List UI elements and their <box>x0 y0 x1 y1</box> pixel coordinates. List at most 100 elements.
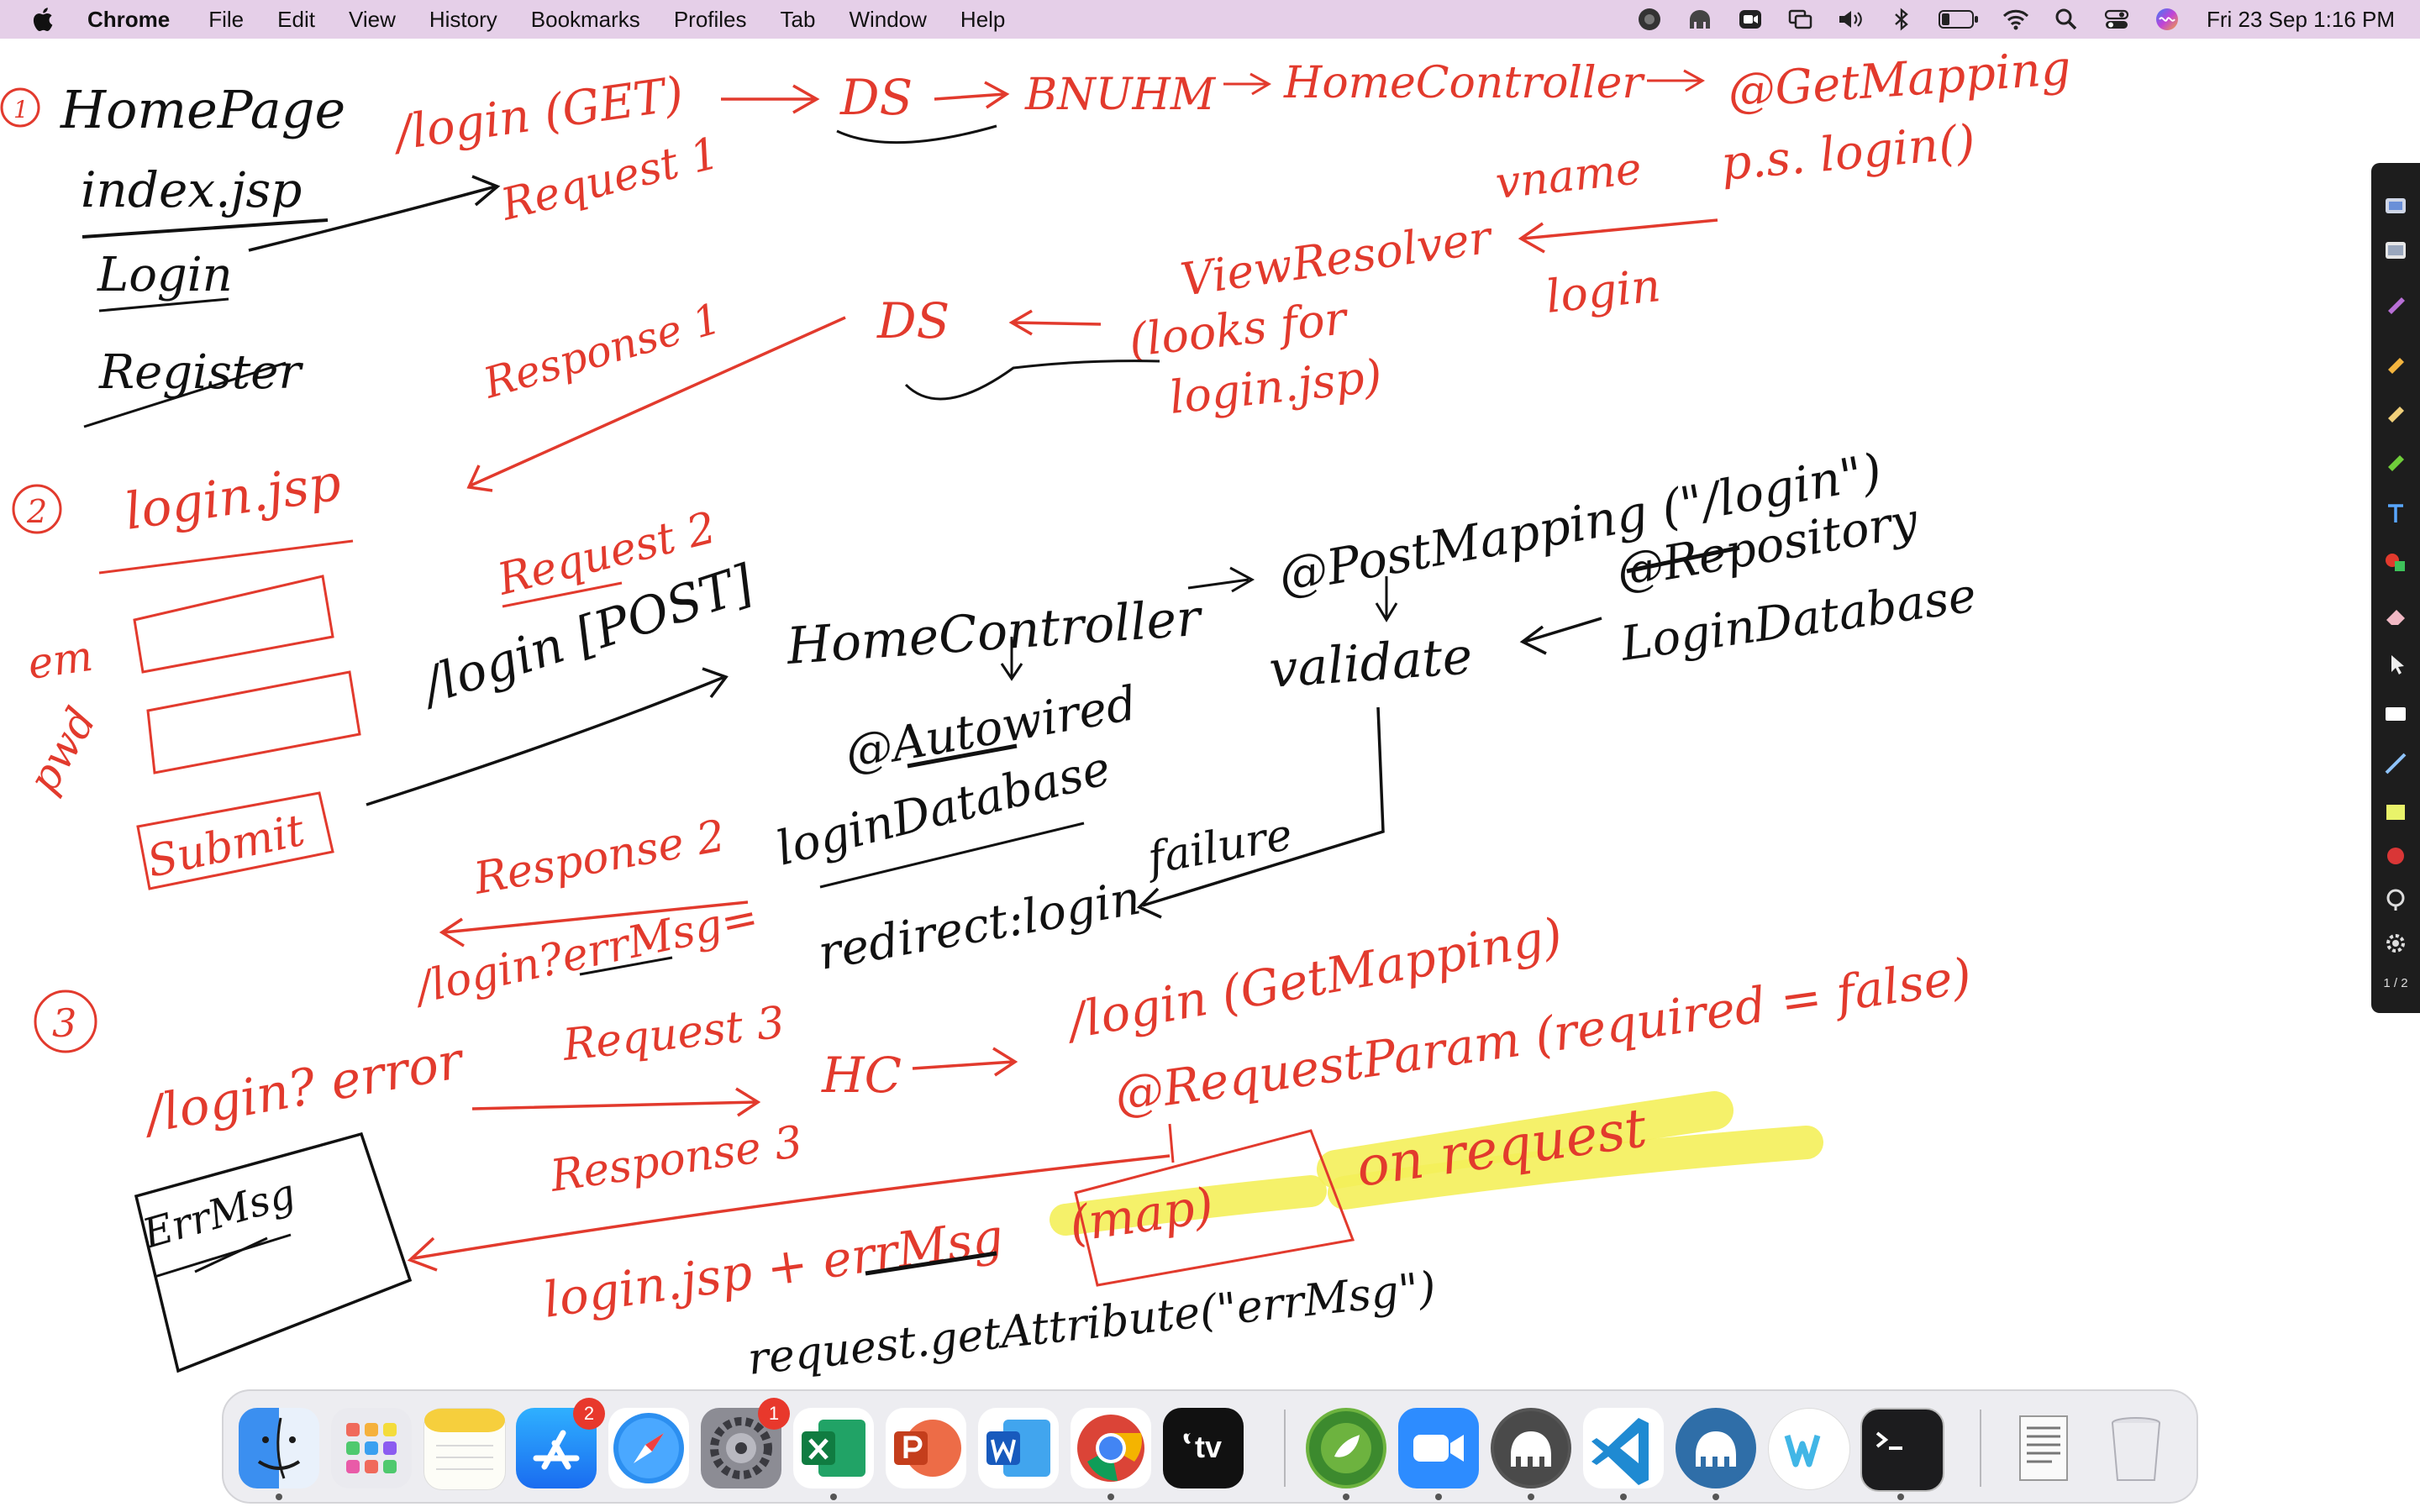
dock-chrome[interactable] <box>1071 1408 1151 1488</box>
underline <box>579 956 673 976</box>
error-url-label: /login?errMsg= <box>408 892 762 1015</box>
dock-safari[interactable] <box>608 1408 689 1488</box>
eraser-icon[interactable] <box>2381 601 2410 630</box>
spotlight-search-icon[interactable] <box>2052 7 2081 32</box>
menu-view[interactable]: View <box>348 6 396 32</box>
sticky-note-icon[interactable] <box>2381 798 2410 827</box>
dock-sequel-ace[interactable] <box>1491 1408 1571 1488</box>
dock-finder[interactable] <box>239 1408 319 1488</box>
brace <box>904 360 1160 401</box>
dock-launchpad[interactable] <box>331 1408 412 1488</box>
whiteboard[interactable]: 1 HomePage index.jsp Login Register /log… <box>0 39 2420 1512</box>
getmapping-label: @GetMapping <box>1726 41 2072 119</box>
menu-profiles[interactable]: Profiles <box>673 6 747 32</box>
record-icon[interactable] <box>2381 842 2410 870</box>
menu-tab[interactable]: Tab <box>780 6 816 32</box>
screen-mirroring-icon[interactable] <box>1786 7 1815 32</box>
ds-label: DS <box>839 69 913 126</box>
shape-icon[interactable] <box>2381 289 2410 318</box>
running-indicator <box>276 1494 282 1500</box>
bluetooth-icon[interactable] <box>1887 7 1916 32</box>
grab-icon[interactable] <box>2381 192 2410 220</box>
dock-terminal[interactable] <box>1860 1408 1944 1492</box>
response1-label: Response 1 <box>477 294 726 408</box>
control-center-icon[interactable] <box>2102 7 2131 32</box>
dock-separator <box>1284 1410 1286 1487</box>
home-controller-label: HomeController <box>1283 58 1645 108</box>
dock: 2 1 tv <box>222 1389 2198 1504</box>
marker-icon[interactable] <box>2381 445 2410 474</box>
pointer-icon[interactable] <box>2381 650 2410 679</box>
elephant-blue-icon <box>1679 1411 1753 1485</box>
zoom-status-icon[interactable] <box>1736 7 1765 32</box>
response2-label: Response 2 <box>470 811 729 905</box>
highlighter-icon[interactable] <box>2381 348 2410 376</box>
dock-document-stack[interactable] <box>2003 1408 2084 1488</box>
settings-icon[interactable] <box>2381 929 2410 958</box>
trash-icon <box>2112 1417 2160 1481</box>
siri-icon[interactable] <box>2153 7 2181 32</box>
screen-recorder-icon[interactable] <box>1635 7 1664 32</box>
dock-system-preferences[interactable]: 1 <box>701 1398 790 1488</box>
underline <box>83 361 287 428</box>
menu-file[interactable]: File <box>208 6 245 32</box>
battery-icon[interactable] <box>1938 7 1980 32</box>
menu-help[interactable]: Help <box>960 6 1006 32</box>
dock-spring-tool-suite[interactable] <box>1306 1408 1386 1488</box>
notification-badge: 2 <box>573 1398 605 1430</box>
underline <box>907 743 1018 769</box>
volume-icon[interactable] <box>1837 7 1865 32</box>
arrow <box>466 316 846 492</box>
pwd-label: pwd <box>18 699 106 801</box>
dock-separator <box>1980 1410 1981 1487</box>
section-1-number: 1 <box>13 96 29 123</box>
text-icon[interactable] <box>2381 499 2410 528</box>
errmsg-page-box <box>134 1131 413 1373</box>
line-icon[interactable] <box>2381 749 2410 778</box>
dock-powerpoint[interactable] <box>886 1408 966 1488</box>
chrome-icon <box>1077 1415 1144 1482</box>
underline <box>819 822 1085 889</box>
arrow <box>1223 72 1272 96</box>
underline <box>1626 545 1740 574</box>
failure-label: failure <box>1141 810 1296 885</box>
dock-wrike[interactable] <box>1768 1408 1850 1490</box>
clock[interactable]: Fri 23 Sep 1:16 PM <box>2207 6 2395 32</box>
apple-menu-icon[interactable] <box>29 4 59 34</box>
annotation-toolbar: 1 / 2 <box>2371 163 2420 1013</box>
arrow <box>1518 218 1718 254</box>
running-indicator <box>1528 1494 1534 1500</box>
dock-trash[interactable] <box>2096 1408 2176 1488</box>
errmsg-box-label: ErrMsg <box>137 1170 301 1258</box>
arrow <box>407 1154 1171 1272</box>
dock-tableplus[interactable] <box>1676 1408 1756 1488</box>
index-jsp-label: index.jsp <box>81 161 302 218</box>
settings-icon <box>710 1417 772 1479</box>
response3-label: Response 3 <box>546 1116 805 1202</box>
zoom-icon <box>1413 1435 1464 1462</box>
shapes-icon[interactable] <box>2381 548 2410 576</box>
dock-word[interactable] <box>978 1408 1059 1488</box>
pencil-icon[interactable] <box>2381 396 2410 425</box>
dock-vscode[interactable] <box>1583 1408 1664 1488</box>
spotlight-icon[interactable] <box>2381 885 2410 914</box>
wifi-icon[interactable] <box>2002 7 2030 32</box>
menu-app-chrome[interactable]: Chrome <box>87 6 171 32</box>
menu-bar: Chrome File Edit View History Bookmarks … <box>0 0 2420 39</box>
eraser-tray-icon[interactable] <box>2381 235 2410 264</box>
w-app-icon <box>1784 1435 1821 1467</box>
dock-excel[interactable] <box>793 1408 874 1488</box>
apple-tv-icon <box>1183 1433 1191 1444</box>
dock-apple-tv[interactable]: tv <box>1163 1408 1244 1488</box>
menu-edit[interactable]: Edit <box>277 6 315 32</box>
ps-login-label: p.s. login() <box>1719 115 1978 192</box>
menu-bookmarks[interactable]: Bookmarks <box>530 6 640 32</box>
menu-history[interactable]: History <box>429 6 497 32</box>
register-link-label: Register <box>98 345 303 400</box>
elephant-status-icon[interactable] <box>1686 7 1714 32</box>
whiteboard-icon[interactable] <box>2381 701 2410 729</box>
dock-app-store[interactable]: 2 <box>516 1398 605 1488</box>
dock-notes[interactable] <box>424 1408 506 1490</box>
dock-zoom[interactable] <box>1398 1408 1479 1488</box>
menu-window[interactable]: Window <box>849 6 927 32</box>
